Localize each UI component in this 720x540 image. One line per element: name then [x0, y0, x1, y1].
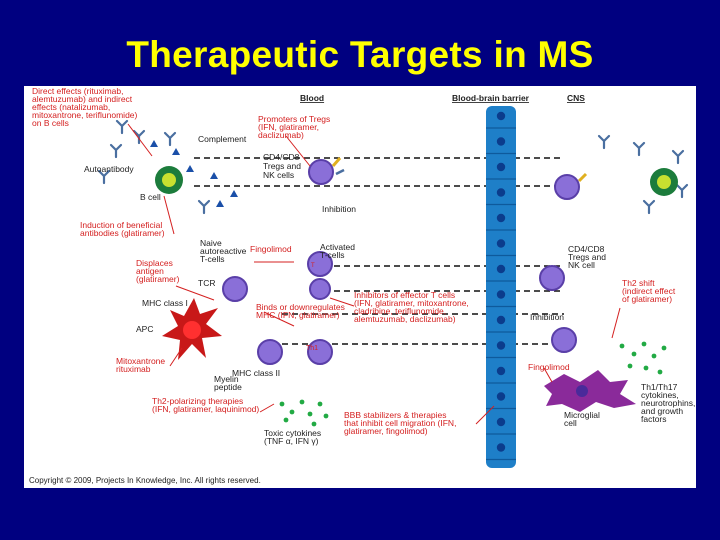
barrier-cell-nucleus [496, 315, 506, 325]
pointer-arrows [127, 123, 621, 425]
label-inhibitors: Inhibitors of effector T cells(IFN, glat… [354, 290, 469, 324]
label-tcr: TCR [198, 278, 215, 288]
label-inhibition-cns: Inhibition [530, 312, 564, 322]
header-cns: CNS [567, 93, 585, 103]
b-cell [155, 166, 183, 194]
copyright: Copyright © 2009, Projects In Knowledge,… [29, 476, 261, 485]
cns-cytokines [619, 341, 667, 375]
treg-cns [554, 172, 588, 200]
blood-brain-barrier [486, 106, 516, 468]
inhibited-t-cell [309, 278, 331, 300]
cns-t-cell [551, 327, 577, 353]
label-complement: Complement [198, 134, 247, 144]
barrier-cell-nucleus [496, 188, 506, 197]
barrier-cell-nucleus [496, 111, 506, 121]
naive-t-cell [222, 276, 248, 302]
apc-cell [162, 298, 222, 360]
cns-treg [539, 265, 565, 291]
header-blood: Blood [300, 93, 324, 103]
barrier-cell-nucleus [496, 162, 506, 172]
barrier-cell-nucleus [496, 366, 506, 376]
label-apc: APC [136, 324, 153, 334]
label-b-cell: B cell [140, 192, 161, 202]
activated-t-cell: T [307, 251, 333, 277]
barrier-cell-nucleus [496, 213, 506, 223]
svg-text:T: T [311, 263, 315, 269]
slide-title: Therapeutic Targets in MS [126, 34, 594, 75]
barrier-cell-nucleus [496, 392, 506, 401]
barrier-cell-nucleus [496, 443, 506, 452]
treg-blood [308, 157, 345, 185]
barrier-cell-nucleus [496, 417, 506, 427]
th1-cell: Th1 [257, 339, 333, 365]
barrier-cell-nucleus [496, 341, 506, 350]
b-cell-cns [650, 168, 678, 196]
diagram-figure: Blood Blood-brain barrier CNS [24, 86, 696, 488]
svg-text:Th1: Th1 [306, 345, 318, 352]
barrier-cell-nucleus [496, 290, 506, 299]
label-mhc2: MHC class II [232, 368, 280, 378]
label-autoantibody: Autoantibody [84, 164, 134, 174]
barrier-cell-nucleus [496, 264, 506, 274]
label-th2-polarizing: Th2-polarizing therapies(IFN, glatiramer… [152, 396, 259, 414]
label-mhc1: MHC class I [142, 298, 188, 308]
barrier-cell-nucleus [496, 239, 506, 248]
label-toxic: Toxic cytokines(TNF α, IFN γ) [264, 428, 321, 446]
dashed-connectors [194, 157, 564, 345]
label-fingolimod-cns: Fingolimod [528, 362, 570, 372]
toxic-cytokines [279, 399, 329, 427]
label-inhibition-blood: Inhibition [322, 204, 356, 214]
barrier-cell-nucleus [496, 137, 506, 146]
label-promoters-tregs: Promoters of Tregs(IFN, glatiramer,dacli… [258, 114, 330, 140]
label-fingolimod-blood: Fingolimod [250, 244, 292, 254]
microglial-cell [544, 370, 636, 412]
antibodies [97, 119, 689, 215]
header-bbb: Blood-brain barrier [452, 93, 530, 103]
label-direct-effects: Direct effects (rituximab,alemtuzumab) a… [32, 86, 138, 128]
